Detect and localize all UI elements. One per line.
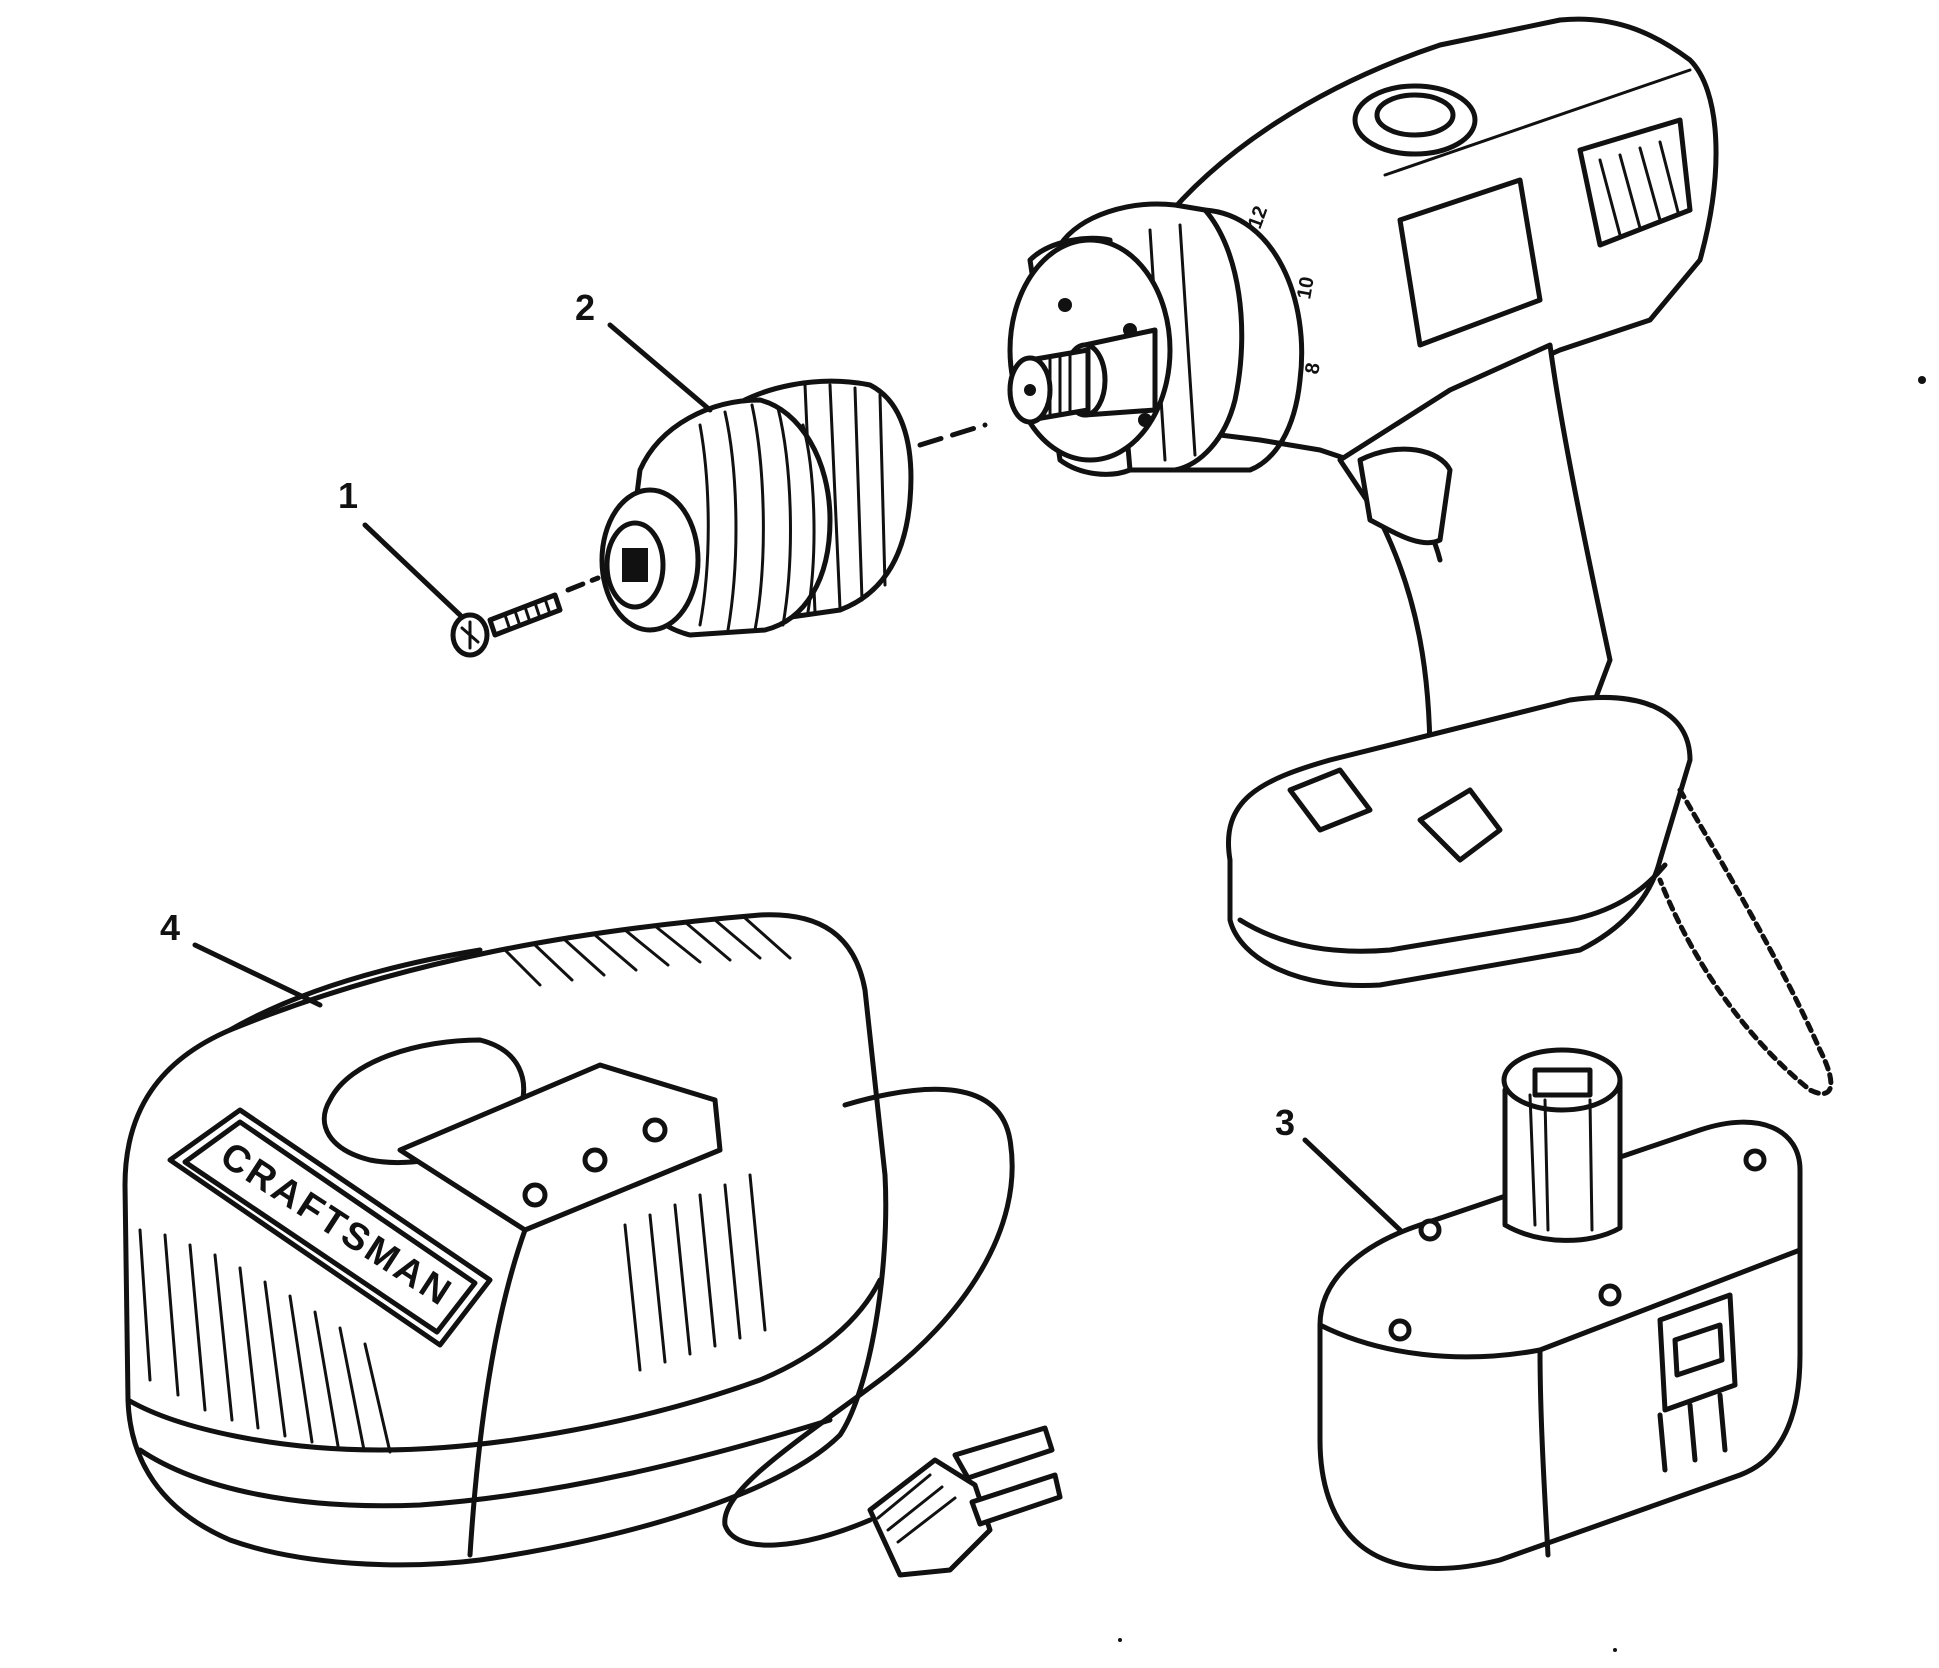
callout-leader-2 <box>607 322 713 413</box>
charger: CRAFTSMAN <box>122 912 889 1568</box>
callout-number: 2 <box>575 287 595 328</box>
callout-leader-3 <box>1302 1137 1403 1233</box>
callout-number: 1 <box>338 475 358 516</box>
clutch-setting-label: 10 <box>1293 275 1319 301</box>
callout-leader-1 <box>362 522 463 618</box>
assembly-leader-line <box>565 575 601 593</box>
chuck <box>599 378 914 638</box>
assembly-leader-line <box>917 422 988 448</box>
screw <box>450 592 563 658</box>
callout-number: 3 <box>1275 1102 1295 1143</box>
battery-pack <box>1317 1047 1803 1571</box>
callout-number: 4 <box>160 907 180 948</box>
charger-cord-plug <box>722 1086 1063 1578</box>
drill-body: 8 10 12 <box>1007 16 1834 1097</box>
callout-leader-4 <box>192 942 323 1008</box>
clutch-setting-label: 8 <box>1301 361 1325 376</box>
